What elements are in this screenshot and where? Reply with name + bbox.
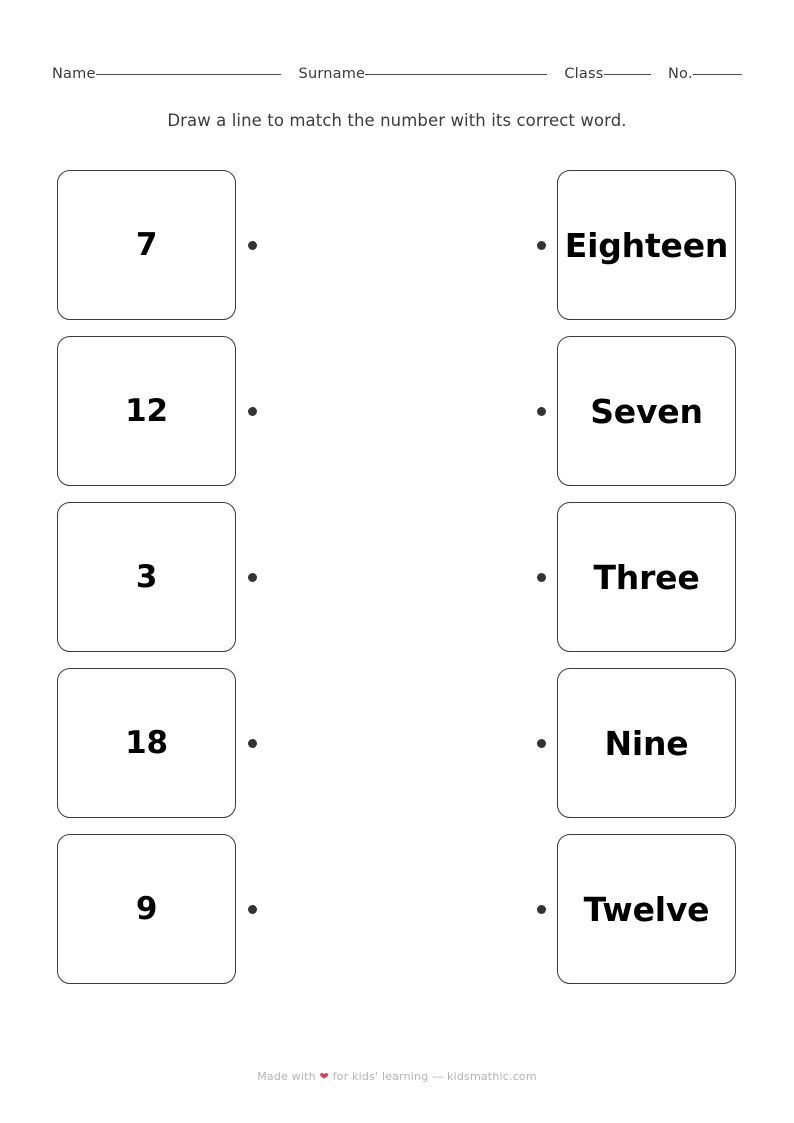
word-card[interactable]: Eighteen [557, 170, 736, 320]
word-card[interactable]: Seven [557, 336, 736, 486]
word-card[interactable]: Three [557, 502, 736, 652]
number-card-value: 9 [135, 890, 158, 927]
connector-dot-right[interactable] [537, 739, 546, 748]
number-card-value: 3 [135, 558, 158, 595]
number-card[interactable]: 3 [57, 502, 236, 652]
word-card-value: Eighteen [564, 225, 729, 265]
number-card[interactable]: 7 [57, 170, 236, 320]
word-card-value: Three [593, 557, 700, 597]
surname-label: Surname [298, 66, 366, 82]
no-label: No. [668, 66, 693, 82]
name-label: Name [52, 66, 96, 82]
number-card[interactable]: 12 [57, 336, 236, 486]
word-card[interactable]: Nine [557, 668, 736, 818]
class-field-line[interactable] [603, 74, 651, 75]
connector-dot-left[interactable] [248, 739, 257, 748]
footer-prefix: Made with [257, 1070, 316, 1083]
connector-dot-left[interactable] [248, 573, 257, 582]
footer-suffix: for kids' learning — kidsmathic.com [332, 1070, 537, 1083]
footer-credit: Made with ❤ for kids' learning — kidsmat… [0, 1070, 794, 1083]
word-card-value: Seven [590, 391, 703, 431]
connector-dot-left[interactable] [248, 407, 257, 416]
surname-field-line[interactable] [365, 74, 548, 75]
match-row: 7 Eighteen [0, 170, 794, 322]
match-row: 18 Nine [0, 668, 794, 820]
connector-dot-right[interactable] [537, 241, 546, 250]
number-card-value: 18 [125, 724, 168, 761]
class-label: Class [564, 66, 604, 82]
instruction-text: Draw a line to match the number with its… [167, 111, 627, 130]
heart-icon: ❤ [319, 1070, 329, 1083]
word-card[interactable]: Twelve [557, 834, 736, 984]
word-card-value: Nine [604, 723, 689, 763]
match-row: 3 Three [0, 502, 794, 654]
connector-dot-right[interactable] [537, 407, 546, 416]
connector-dot-left[interactable] [248, 241, 257, 250]
connector-dot-left[interactable] [248, 905, 257, 914]
number-card[interactable]: 9 [57, 834, 236, 984]
number-card-value: 7 [135, 226, 158, 263]
word-card-value: Twelve [583, 889, 710, 929]
connector-dot-right[interactable] [537, 573, 546, 582]
match-row: 12 Seven [0, 336, 794, 488]
student-info-header: Name Surname Class No. [52, 66, 742, 90]
connector-dot-right[interactable] [537, 905, 546, 914]
name-field-line[interactable] [95, 74, 282, 75]
matching-exercise: 7 Eighteen 12 Seven 3 Thre [0, 170, 794, 1000]
number-card[interactable]: 18 [57, 668, 236, 818]
number-card-value: 12 [125, 392, 168, 429]
no-field-line[interactable] [692, 74, 742, 75]
match-row: 9 Twelve [0, 834, 794, 986]
